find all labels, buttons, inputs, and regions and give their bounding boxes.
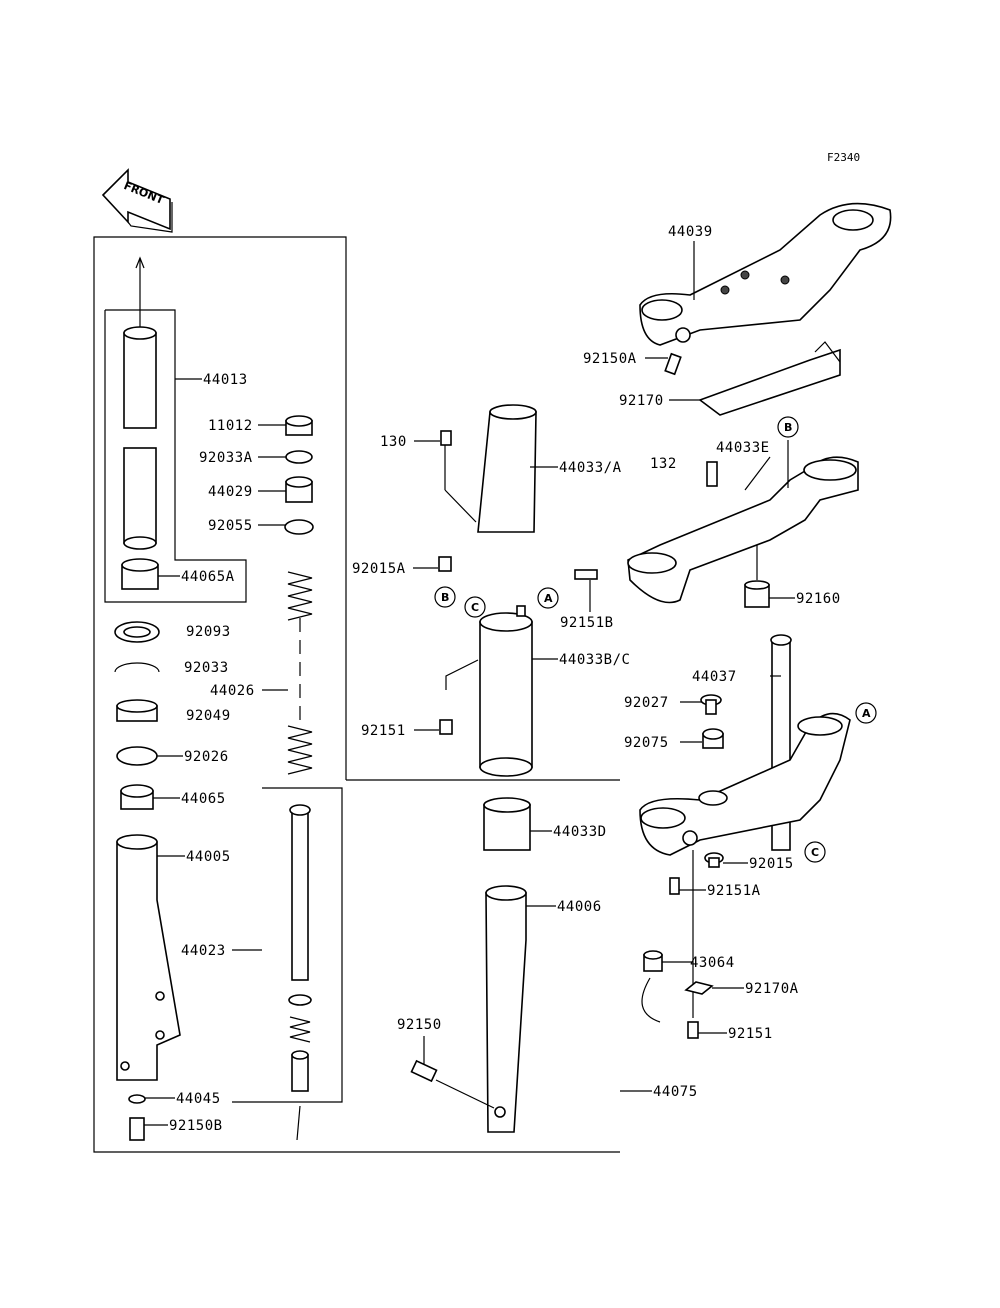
callout-A-right: A [855,702,877,724]
bushing-44065A-drawing [121,558,159,590]
screw-92151B-drawing [574,569,598,580]
callout-B-top: B [777,416,799,438]
label-44013: 44013 [203,372,248,388]
label-92027: 92027 [624,695,669,711]
cover-44033BC-drawing [445,605,533,777]
bolt-92150A-drawing [664,352,682,376]
label-92151-mid: 92151 [361,723,406,739]
fork-tube-44013-drawing [123,256,157,550]
label-44006: 44006 [557,899,602,915]
front-arrow-icon: FRONT [101,168,173,233]
svg-text:B: B [784,421,792,434]
upper-bracket-44039-drawing [639,202,892,346]
label-92170: 92170 [619,393,664,409]
screw-92151-mid-drawing [439,719,453,735]
label-43064: 43064 [690,955,735,971]
spring-44026-drawing [287,571,313,775]
svg-text:B: B [441,591,449,604]
damper-92075-drawing [702,728,724,749]
washer-44045-drawing [128,1094,146,1104]
group-outlines [93,236,620,1153]
label-44033E: 44033E [716,440,770,456]
label-130: 130 [380,434,407,450]
label-92150B: 92150B [169,1118,223,1134]
collar-92015-drawing [704,852,724,868]
label-44065: 44065 [181,791,226,807]
callout-A-center: A [537,587,559,609]
label-92033A: 92033A [199,450,253,466]
bolt-92150-drawing [410,1059,495,1109]
label-44029: 44029 [208,484,253,500]
diagram-code: F2340 [827,151,860,164]
label-44033A: 44033/A [559,460,622,476]
label-44033BC: 44033B/C [559,652,630,668]
label-92026: 92026 [184,749,229,765]
cover-44033D-drawing [483,797,531,851]
bracket-92170-drawing [698,341,841,416]
label-44045: 44045 [176,1091,221,1107]
rubber-92160-drawing [744,545,770,608]
callout-C-right: C [804,841,826,863]
label-92170A: 92170A [745,981,799,997]
label-92150: 92150 [397,1017,442,1033]
screw-92151-right-drawing [687,1021,699,1039]
lower-bracket-drawing [639,712,851,856]
label-44037: 44037 [692,669,737,685]
label-92055: 92055 [208,518,253,534]
collar-92027-drawing [700,694,722,715]
label-92160: 92160 [796,591,841,607]
label-92151B: 92151B [560,615,614,631]
label-92033: 92033 [184,660,229,676]
label-132: 132 [650,456,677,472]
label-44039: 44039 [668,224,713,240]
label-92015: 92015 [749,856,794,872]
outer-tube-44006-drawing [485,885,527,1133]
cap-11012-drawing [285,415,313,436]
label-92075: 92075 [624,735,669,751]
label-92093: 92093 [186,624,231,640]
leader-lines [144,241,795,1126]
callout-C-center: C [464,596,486,618]
label-44005: 44005 [186,849,231,865]
plug-44029-drawing [285,476,313,503]
clip-92170A-drawing [641,977,714,1023]
svg-text:A: A [862,707,871,720]
bolt-92150B-drawing [129,1117,145,1141]
label-44065A: 44065A [181,569,235,585]
collar-92015A-drawing [438,556,452,572]
label-92049: 92049 [186,708,231,724]
label-44023: 44023 [181,943,226,959]
oring-92055-drawing [284,519,314,535]
label-11012: 11012 [208,418,253,434]
label-92015A: 92015A [352,561,406,577]
label-44075: 44075 [653,1084,698,1100]
screw-92151A-drawing [669,877,680,895]
seal-parts-drawing [114,621,160,810]
label-44026: 44026 [210,683,255,699]
svg-text:A: A [544,592,553,605]
svg-text:C: C [811,846,819,859]
callout-B-center: B [434,586,456,608]
bolt-132-drawing [706,461,718,487]
bolt-130-drawing [440,430,452,446]
label-92151A: 92151A [707,883,761,899]
label-92150A: 92150A [583,351,637,367]
svg-text:C: C [471,601,479,614]
label-92151-right: 92151 [728,1026,773,1042]
outer-tube-44005-drawing [116,834,181,1081]
cover-44033A-drawing [444,404,537,533]
ring-92033A-drawing [285,450,313,464]
grommet-43064-drawing [643,950,663,972]
lower-cover-44033E-drawing [627,440,859,604]
label-44033D: 44033D [553,824,607,840]
damper-rod-44023-drawing [288,804,312,1141]
